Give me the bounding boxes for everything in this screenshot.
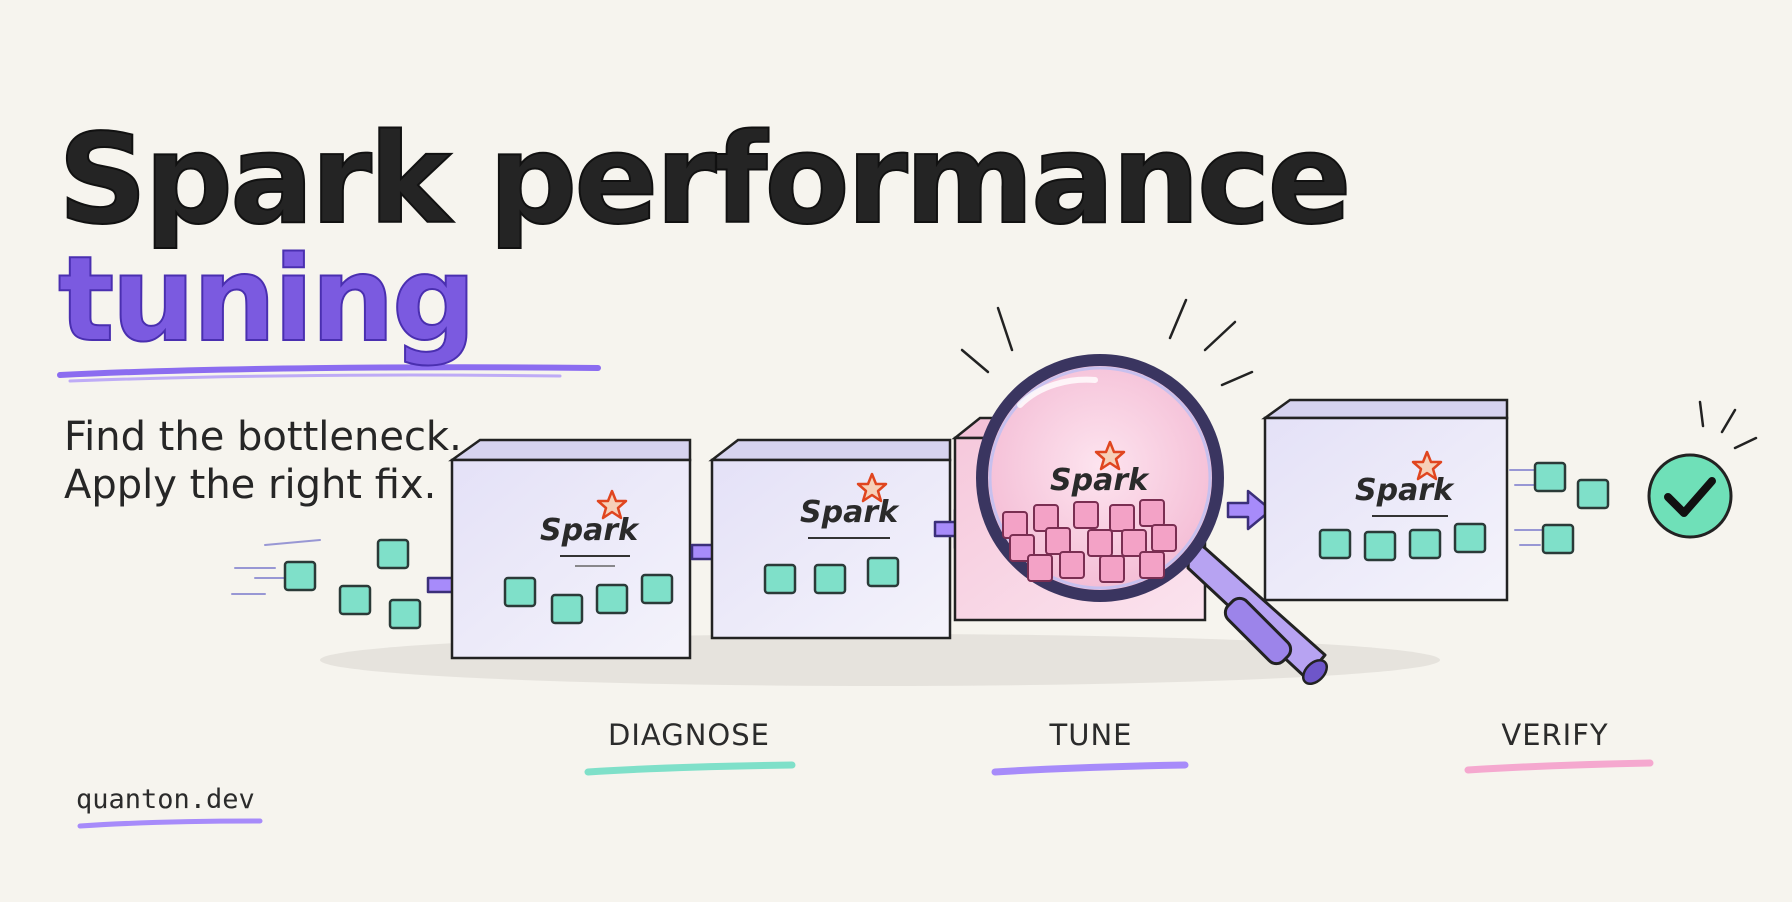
spark-box-2: Spark xyxy=(708,438,952,640)
spark-logo-1: Spark xyxy=(540,513,640,548)
step-label-tune: TUNE xyxy=(1049,718,1133,752)
site-link[interactable]: quanton.dev xyxy=(76,784,255,815)
tune-underline xyxy=(991,761,1189,776)
page-title-line-1: Spark performance xyxy=(57,108,1353,252)
site-underline xyxy=(77,818,263,829)
data-block xyxy=(1533,461,1567,493)
tagline-line-1: Find the bottleneck. xyxy=(64,414,462,460)
verify-underline xyxy=(1464,759,1654,774)
diagnose-underline xyxy=(584,761,796,776)
magnifier-rays xyxy=(960,298,1254,387)
page-title-line-2: tuning xyxy=(57,230,477,368)
spark-box-4: Spark xyxy=(1261,398,1509,602)
outgoing-blocks xyxy=(1533,461,1610,555)
data-block xyxy=(1576,478,1610,510)
title-underline xyxy=(57,364,601,378)
spark-logo-4: Spark xyxy=(1355,473,1455,508)
step-label-verify: VERIFY xyxy=(1501,718,1609,752)
spark-star-icon xyxy=(1094,440,1126,471)
spark-logo-2: Spark xyxy=(800,495,900,530)
arrow-right-icon xyxy=(1226,489,1273,531)
spark-box-1: Spark xyxy=(448,438,692,660)
tagline-line-2: Apply the right fix. xyxy=(64,462,437,508)
check-circle-icon xyxy=(1647,400,1758,539)
incoming-blocks xyxy=(283,538,422,630)
data-block xyxy=(376,538,410,570)
magnifying-glass-icon: Spark xyxy=(976,354,1329,686)
spark-star-icon xyxy=(596,489,628,520)
spark-star-icon xyxy=(856,472,888,503)
skewed-partitions xyxy=(1002,499,1177,583)
data-block xyxy=(388,598,422,630)
data-block xyxy=(338,584,372,616)
data-block xyxy=(283,560,317,592)
data-block xyxy=(1541,523,1575,555)
step-label-diagnose: DIAGNOSE xyxy=(608,718,770,752)
spark-star-icon xyxy=(1411,450,1443,481)
